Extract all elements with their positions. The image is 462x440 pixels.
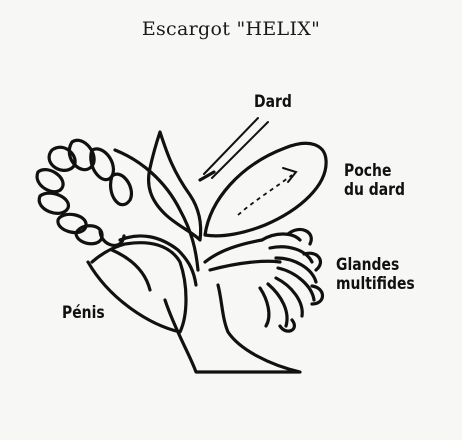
label-glandes-line1: Glandes xyxy=(336,256,415,275)
upper-left-lobe xyxy=(149,132,201,240)
label-penis: Pénis xyxy=(62,304,105,323)
label-poche-du-dard: Poche du dard xyxy=(344,162,405,200)
central-stem xyxy=(115,150,198,270)
dart-sac-outline xyxy=(205,143,326,236)
label-poche-line1: Poche xyxy=(344,162,405,181)
label-glandes-multifides: Glandes multifides xyxy=(336,256,415,294)
left-gland-lobes xyxy=(37,140,131,245)
label-glandes-line2: multifides xyxy=(336,275,415,294)
label-dard: Dard xyxy=(254,93,292,112)
penis-inner xyxy=(112,250,150,290)
label-poche-line2: du dard xyxy=(344,181,405,200)
dart-inside-sac xyxy=(238,175,292,215)
dart-arrow-shaft1 xyxy=(212,122,268,178)
